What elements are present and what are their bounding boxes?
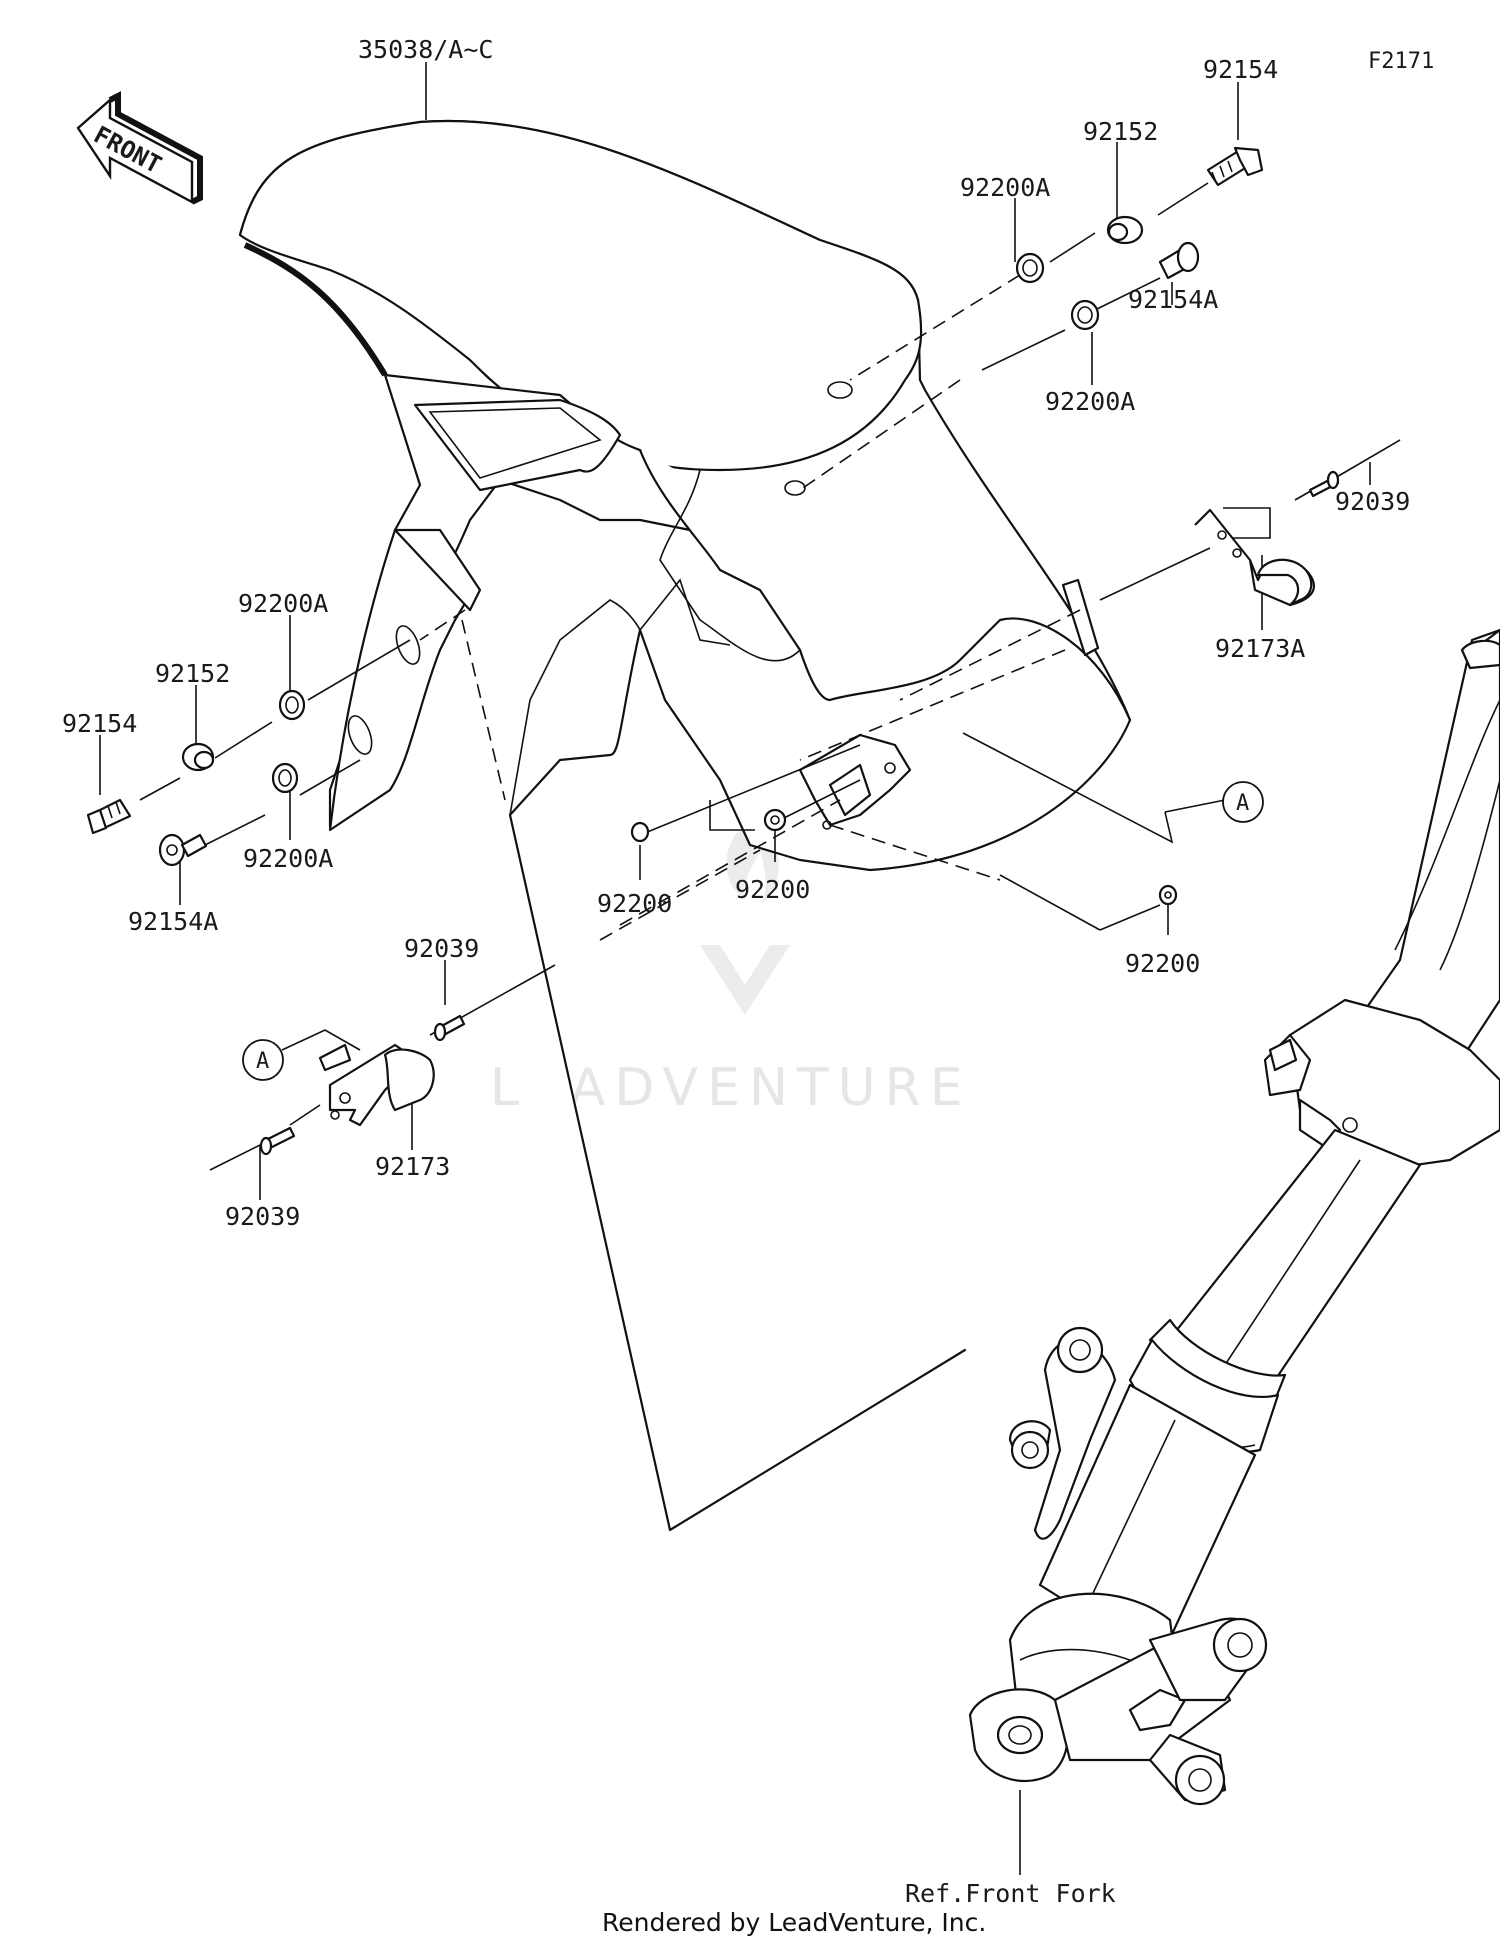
label-washer-top-b: 92200A bbox=[1045, 387, 1135, 416]
washer-left-a-icon bbox=[278, 689, 306, 721]
assembly-lines bbox=[139, 182, 1331, 1126]
clamp-right-icon bbox=[1194, 508, 1315, 607]
front-fender bbox=[238, 119, 1132, 1532]
label-bolt-top-a: 92154A bbox=[1128, 285, 1218, 314]
label-washer-top-a: 92200A bbox=[960, 173, 1050, 202]
label-washer-left-b: 92200A bbox=[243, 844, 333, 873]
bolt-left-icon bbox=[86, 798, 132, 835]
ref-front-fork-label: Ref.Front Fork bbox=[905, 1879, 1116, 1908]
clamp-left-icon bbox=[318, 1043, 435, 1127]
label-clamp-right: 92173A bbox=[1215, 634, 1305, 663]
callout-a-left: A bbox=[242, 1039, 284, 1081]
collar-left-icon bbox=[181, 742, 215, 772]
rivet-right-icon bbox=[1308, 439, 1401, 498]
label-rivet-left-bottom: 92039 bbox=[225, 1202, 300, 1231]
label-bolt-left-a: 92154A bbox=[128, 907, 218, 936]
callout-a-right-label: A bbox=[1236, 791, 1249, 816]
callout-a-right: A bbox=[1222, 781, 1264, 823]
label-rivet-right: 92039 bbox=[1335, 487, 1410, 516]
bolt-left-a-icon bbox=[158, 833, 208, 867]
front-fork-reference: Ref.Front Fork bbox=[905, 628, 1500, 1908]
bolt-top-icon bbox=[1206, 146, 1264, 187]
label-clamp-left: 92173 bbox=[375, 1152, 450, 1181]
label-washer-left-a: 92200A bbox=[238, 589, 328, 618]
bolt-top-a-icon bbox=[1158, 241, 1200, 280]
callout-a-left-label: A bbox=[256, 1049, 269, 1074]
hardware bbox=[86, 146, 1401, 1171]
nut-center-icon bbox=[763, 808, 787, 832]
label-nut-center-left: 92200 bbox=[597, 889, 672, 918]
label-bolt-left: 92154 bbox=[62, 709, 137, 738]
nut-center-left-icon bbox=[630, 821, 650, 843]
nut-right-icon bbox=[1158, 884, 1178, 906]
label-nut-right: 92200 bbox=[1125, 949, 1200, 978]
washer-left-b-icon bbox=[271, 762, 299, 794]
collar-top-icon bbox=[1106, 215, 1144, 245]
front-arrow-icon: FRONT bbox=[76, 91, 203, 205]
leader-lines bbox=[99, 62, 1371, 1200]
label-bolt-top: 92154 bbox=[1203, 55, 1278, 84]
figure-code: F2171 bbox=[1368, 49, 1434, 74]
label-collar-left: 92152 bbox=[155, 659, 230, 688]
washer-top-a-icon bbox=[1015, 252, 1045, 284]
footer-credit: Rendered by LeadVenture, Inc. bbox=[602, 1908, 986, 1937]
label-collar-top: 92152 bbox=[1083, 117, 1158, 146]
rivet-left-bottom-icon bbox=[209, 1126, 296, 1171]
label-rivet-left-top: 92039 bbox=[404, 934, 479, 963]
rivet-left-top-icon bbox=[433, 1014, 466, 1042]
washer-top-b-icon bbox=[1070, 299, 1100, 331]
label-nut-center: 92200 bbox=[735, 875, 810, 904]
label-fender: 35038/A~C bbox=[358, 35, 493, 64]
part-labels: 35038/A~C 92154 92152 92200A 92154A 9220… bbox=[62, 35, 1410, 1231]
